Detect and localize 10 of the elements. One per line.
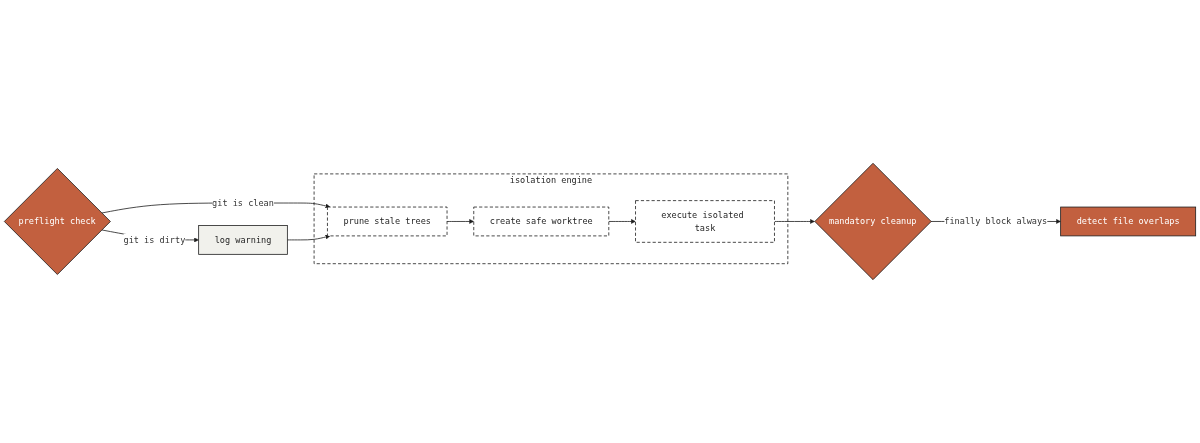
node-diamond: preflight check xyxy=(3,168,111,275)
edge-label: finally block always xyxy=(944,216,1048,227)
node-box: log warning xyxy=(198,225,288,255)
node-box: detect file overlaps xyxy=(1060,206,1197,237)
node-diamond: mandatory cleanup xyxy=(814,162,932,281)
node-box: prune stale trees xyxy=(327,206,448,237)
edge-label: git is dirty xyxy=(123,234,186,245)
node-box: execute isolated task xyxy=(635,200,775,243)
edge-label: git is clean xyxy=(212,197,274,208)
node-box: create safe worktree xyxy=(473,206,610,237)
